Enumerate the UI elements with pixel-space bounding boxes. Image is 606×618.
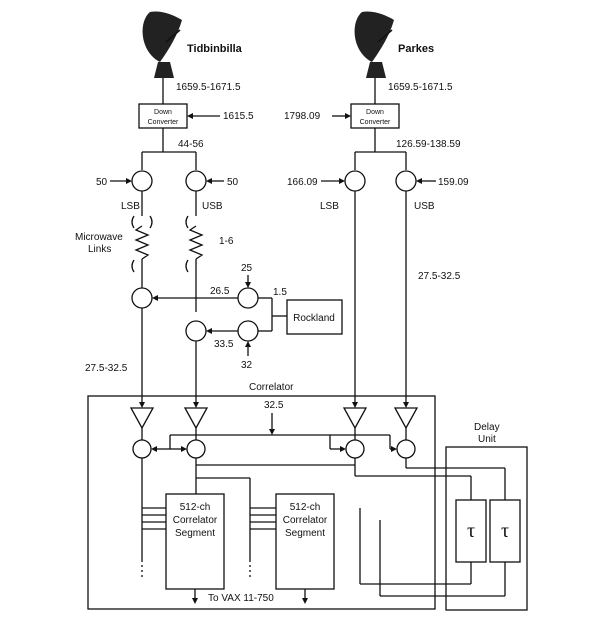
seg2-line1: 512-ch xyxy=(290,502,321,513)
left-lo-frequency: 1615.5 xyxy=(223,111,254,122)
tidbinbilla-label: Tidbinbilla xyxy=(187,43,243,55)
rockland-26-5: 26.5 xyxy=(210,286,230,297)
amp-3 xyxy=(342,407,368,430)
corr-lo-label: 32.5 xyxy=(264,400,284,411)
tidbinbilla-antenna-icon xyxy=(142,11,182,78)
rockland-synthesizer xyxy=(286,299,343,335)
amp-4 xyxy=(393,407,419,430)
right-second-mixer xyxy=(185,320,207,342)
left-band-label: 27.5-32.5 xyxy=(85,363,128,374)
right-converter-line1: Down xyxy=(366,109,384,116)
right-lo-frequency: 1798.09 xyxy=(284,111,321,122)
rockland-33-5: 33.5 xyxy=(214,339,234,350)
right-link-coil xyxy=(188,225,204,260)
delay-unit-label-2: Unit xyxy=(478,434,496,445)
right-if-band: 126.59-138.59 xyxy=(396,139,461,150)
left-converter-line2: Converter xyxy=(148,119,179,126)
right-converter-line2: Converter xyxy=(360,119,391,126)
parkes-label: Parkes xyxy=(398,43,434,55)
seg1-line1: 512-ch xyxy=(180,502,211,513)
rockland-mixer-top xyxy=(237,287,259,309)
correlator-box xyxy=(87,395,436,610)
parkes-antenna-icon xyxy=(354,11,394,78)
delay-routing xyxy=(354,458,506,597)
microwave-links-label-1: Microwave xyxy=(75,232,123,243)
left-lsb-label: LSB xyxy=(121,201,140,212)
delay-unit-label-1: Delay xyxy=(474,422,500,433)
rockland-label: Rockland xyxy=(293,313,335,324)
corr-mixer-3 xyxy=(345,439,365,459)
delay-line-1 xyxy=(455,499,487,563)
seg1-line2: Correlator xyxy=(173,515,218,526)
left-down-converter: Down Converter xyxy=(138,103,188,129)
right-lsb-mixer xyxy=(344,170,366,192)
right-down-converter: Down Converter xyxy=(350,103,400,129)
tau-symbol-1: τ xyxy=(467,520,475,542)
right-lsb-lo: 166.09 xyxy=(287,177,318,188)
left-converter-line1: Down xyxy=(154,109,172,116)
left-link-coil xyxy=(134,225,150,260)
amp-1 xyxy=(129,407,155,430)
segment-2-inputs xyxy=(249,478,276,580)
seg2-line3: Segment xyxy=(285,528,325,539)
corr-mixer-4 xyxy=(396,439,416,459)
parkes-rf-band: 1659.5-1671.5 xyxy=(388,82,453,93)
left-usb-mixer xyxy=(185,170,207,192)
tau-symbol-2: τ xyxy=(501,520,509,542)
right-band-label: 27.5-32.5 xyxy=(418,271,461,282)
right-lsb-label: LSB xyxy=(320,201,339,212)
seg1-line3: Segment xyxy=(175,528,215,539)
left-if-band: 44-56 xyxy=(178,139,204,150)
rockland-32: 32 xyxy=(241,360,253,371)
segment-1-inputs xyxy=(141,458,166,580)
rockland-25: 25 xyxy=(241,263,253,274)
rockland-mixer-bottom xyxy=(237,320,259,342)
output-label: To VAX 11-750 xyxy=(208,593,274,604)
right-usb-mixer xyxy=(395,170,417,192)
left-usb-label: USB xyxy=(202,201,223,212)
corr-mixer-2 xyxy=(186,439,206,459)
right-usb-lo: 159.09 xyxy=(438,177,469,188)
left-lsb-mixer xyxy=(131,170,153,192)
link-band-label: 1-6 xyxy=(219,236,234,247)
rockland-1-5: 1.5 xyxy=(273,287,287,298)
microwave-links-label-2: Links xyxy=(88,244,111,255)
tidbinbilla-rf-band: 1659.5-1671.5 xyxy=(176,82,241,93)
correlator-label: Correlator xyxy=(249,382,294,393)
delay-unit-box xyxy=(445,446,528,611)
corr-mixer-1 xyxy=(132,439,152,459)
amp-2 xyxy=(183,407,209,430)
left-usb-lo: 50 xyxy=(227,177,239,188)
seg2-line2: Correlator xyxy=(283,515,328,526)
left-lsb-lo: 50 xyxy=(96,177,108,188)
left-second-mixer xyxy=(131,287,153,309)
right-usb-label: USB xyxy=(414,201,435,212)
correlator-segment-2 xyxy=(275,493,335,590)
